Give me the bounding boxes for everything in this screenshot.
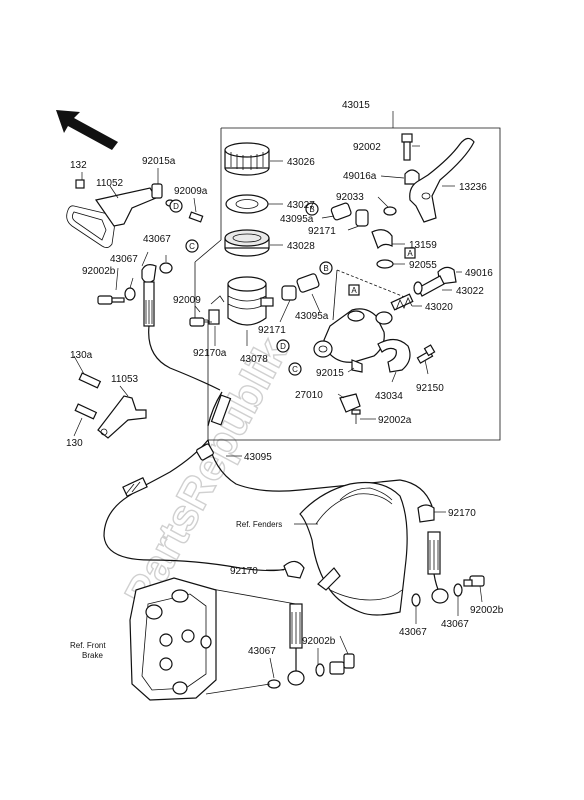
part-number: 13236 bbox=[459, 182, 487, 193]
callout-a1: A bbox=[348, 284, 360, 296]
lower-left-fitting bbox=[267, 560, 355, 689]
part-number: 43028 bbox=[287, 241, 315, 252]
part-number: 49016a bbox=[343, 171, 377, 182]
part-number: 11052 bbox=[96, 178, 124, 189]
part-number: 92009 bbox=[173, 295, 201, 306]
front-direction-arrow-icon bbox=[56, 110, 118, 150]
callout-a2: A bbox=[404, 247, 416, 259]
diaphragm-plate bbox=[225, 194, 269, 214]
reservoir-hose-middle bbox=[281, 273, 320, 301]
part-number: 92015 bbox=[316, 368, 344, 379]
watermark: PartsRepublik bbox=[116, 330, 298, 615]
hose-bracket-lower bbox=[74, 372, 147, 439]
part-number: 132 bbox=[70, 160, 87, 171]
part-number: 92033 bbox=[336, 192, 364, 203]
svg-text:B: B bbox=[323, 264, 328, 273]
o-ring bbox=[376, 259, 394, 269]
part-number: 92002a bbox=[378, 415, 412, 426]
svg-text:C: C bbox=[292, 365, 298, 374]
part-number: 130a bbox=[70, 350, 93, 361]
part-number: 43027 bbox=[287, 200, 315, 211]
svg-text:C: C bbox=[189, 242, 195, 251]
part-number: 43022 bbox=[456, 286, 484, 297]
front-fender bbox=[299, 481, 408, 616]
reservoir-cap bbox=[224, 142, 270, 176]
ref-front-brake-label: Ref. Front bbox=[70, 641, 106, 650]
part-number: 43067 bbox=[110, 254, 138, 265]
part-number: 43078 bbox=[240, 354, 268, 365]
lower-right-fitting bbox=[411, 504, 485, 607]
master-cylinder-body bbox=[313, 308, 393, 373]
part-number: 92170 bbox=[448, 508, 476, 519]
part-number: 27010 bbox=[295, 390, 323, 401]
callout-d1: D bbox=[169, 199, 183, 213]
part-number: 43067 bbox=[143, 234, 171, 245]
part-number: 43026 bbox=[287, 157, 315, 168]
part-number: 92171 bbox=[308, 226, 336, 237]
master-cylinder-assembly-box bbox=[194, 111, 501, 441]
part-number: 43015 bbox=[342, 100, 370, 111]
part-number: 43095a bbox=[280, 214, 314, 225]
part-number: 92150 bbox=[416, 383, 444, 394]
svg-text:A: A bbox=[351, 286, 357, 295]
piston-assembly bbox=[390, 266, 457, 311]
part-number: 92002b bbox=[82, 266, 116, 277]
part-number: 92002b bbox=[302, 636, 336, 647]
part-number: 13159 bbox=[409, 240, 437, 251]
handlebar-clamp bbox=[377, 338, 411, 373]
ref-front-brake-label-2: Brake bbox=[82, 651, 103, 660]
part-number: 43067 bbox=[399, 627, 427, 638]
callout-c2: C bbox=[288, 362, 302, 376]
part-number: 43020 bbox=[425, 302, 453, 313]
brake-light-switch bbox=[339, 393, 361, 424]
part-number: 49016 bbox=[465, 268, 493, 279]
part-number: 92170a bbox=[193, 348, 227, 359]
lever-boot bbox=[383, 169, 420, 216]
part-number: 92009a bbox=[174, 186, 208, 197]
part-number: 130 bbox=[66, 438, 83, 449]
part-number: 92170 bbox=[230, 566, 258, 577]
part-number: 11053 bbox=[111, 374, 139, 385]
front-brake-caliper bbox=[129, 577, 297, 701]
part-number: 92015a bbox=[142, 156, 176, 167]
brake-lever bbox=[409, 137, 475, 223]
callout-b2: B bbox=[319, 261, 333, 275]
reservoir-clamp bbox=[189, 295, 225, 327]
svg-text:D: D bbox=[173, 202, 179, 211]
svg-text:D: D bbox=[280, 342, 286, 351]
callout-b1: B bbox=[305, 202, 319, 216]
part-number: 43095a bbox=[295, 311, 329, 322]
part-number: 43067 bbox=[248, 646, 276, 657]
part-number: 43034 bbox=[375, 391, 403, 402]
hose-bracket-upper bbox=[66, 179, 204, 248]
clamp-bolt bbox=[416, 344, 436, 364]
part-number: 43095 bbox=[244, 452, 272, 463]
part-number: 92002 bbox=[353, 142, 381, 153]
upper-banjo-fitting bbox=[97, 262, 173, 327]
ref-fenders-label: Ref. Fenders bbox=[236, 520, 282, 529]
svg-text:B: B bbox=[309, 205, 314, 214]
part-number: 43067 bbox=[441, 619, 469, 630]
reservoir-hose-top bbox=[330, 202, 393, 250]
svg-text:A: A bbox=[407, 249, 413, 258]
part-number: 92055 bbox=[409, 260, 437, 271]
pivot-bolt bbox=[401, 133, 413, 161]
diaphragm bbox=[224, 229, 270, 257]
callout-d2: D bbox=[276, 339, 290, 353]
part-number: 92171 bbox=[258, 325, 286, 336]
reservoir bbox=[227, 276, 274, 326]
part-number: 92002b bbox=[470, 605, 504, 616]
callout-c1: C bbox=[185, 239, 199, 253]
